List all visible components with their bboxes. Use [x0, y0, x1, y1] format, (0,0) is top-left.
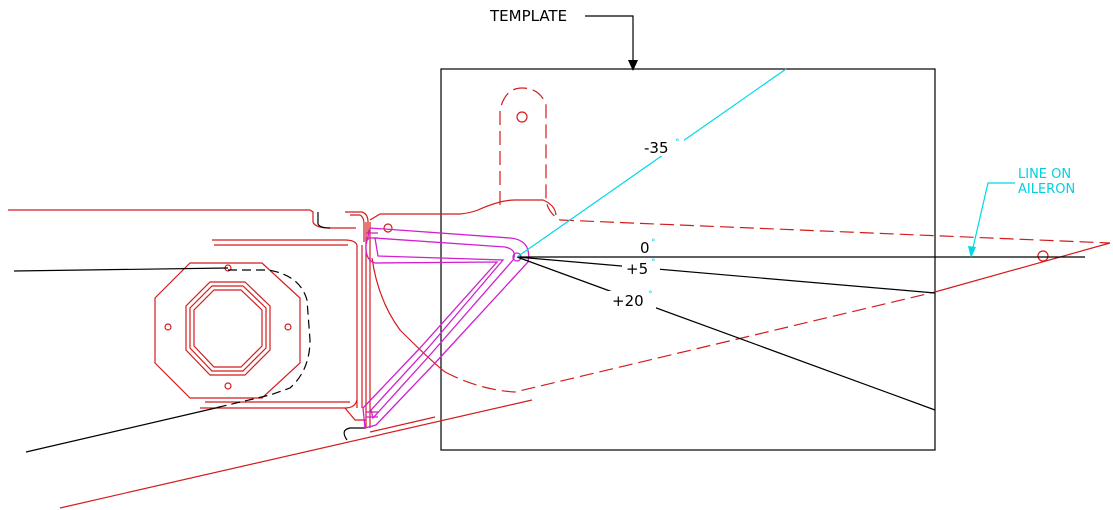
- line-on-aileron-leader: [971, 182, 1015, 253]
- bellcrank-ring-2: [189, 285, 267, 372]
- line-on-aileron-arrowhead: [968, 246, 976, 258]
- angle-label-pos20: +20: [612, 292, 644, 310]
- degree-symbol-pos20: °: [648, 290, 653, 300]
- rib-upper: [212, 239, 358, 246]
- spar-cap-upper: [309, 209, 356, 229]
- aileron-lower-surface: [444, 291, 936, 393]
- bellcrank-ring-1: [185, 281, 271, 376]
- hinge-arm-upper: [369, 199, 557, 221]
- spar-web-inner: [350, 214, 365, 242]
- line-on-aileron-label-1: LINE ON: [1018, 167, 1071, 182]
- label-bg-0: [636, 239, 662, 255]
- hinge-arm-hole: [383, 223, 393, 233]
- bolt-hole-left: [164, 323, 172, 331]
- bolt-hole-right: [284, 323, 292, 331]
- aileron-upper-surface: [559, 219, 1111, 244]
- control-horn-inner: [370, 237, 516, 420]
- wing-lower-reference-line: [25, 406, 221, 453]
- bellcrank-outer-octagon: [154, 262, 301, 399]
- degree-symbol-pos5: °: [651, 258, 656, 268]
- hinge-arm-curve: [371, 257, 446, 373]
- angle-label-neg35: -35: [644, 139, 669, 157]
- aileron-horn-tab: [499, 87, 561, 221]
- aileron-hinge-hole: [1037, 250, 1049, 262]
- template-label: TEMPLATE: [489, 7, 567, 25]
- spar-web: [345, 211, 369, 240]
- template-leader-line: [585, 15, 634, 62]
- rib-lower: [200, 399, 358, 409]
- wing-lower-skin-short: [369, 416, 436, 433]
- wing-chord-line: [13, 267, 229, 272]
- label-bg-neg35: [640, 136, 684, 156]
- template-arrowhead: [628, 60, 638, 71]
- spar-cap-bracket: [317, 212, 331, 229]
- angle-label-0: 0: [640, 239, 650, 257]
- angle-line-pos5: [516, 256, 936, 294]
- label-bg-pos5: [622, 259, 660, 277]
- bellcrank-ring-3: [193, 289, 263, 368]
- angle-line-pos20: [516, 256, 936, 411]
- wing-lower-skin: [59, 399, 533, 509]
- rib-lower-corner: [344, 407, 366, 421]
- horn-tab-hole: [516, 111, 528, 123]
- template-outline: [440, 68, 936, 451]
- aileron-trailing-line: [934, 242, 1111, 293]
- label-bg-pos20: [608, 291, 656, 309]
- lower-spar-fitting: [343, 427, 366, 441]
- angle-line-neg35: [516, 68, 787, 258]
- bellcrank-dashed-outline: [214, 269, 311, 409]
- bolt-hole-bottom: [224, 382, 232, 390]
- degree-symbol-0: °: [651, 238, 656, 248]
- line-on-aileron-label-2: AILERON: [1018, 182, 1075, 197]
- degree-symbol-neg35: °: [675, 138, 680, 148]
- control-horn-outer: [362, 227, 530, 429]
- angle-label-pos5: +5: [626, 260, 648, 278]
